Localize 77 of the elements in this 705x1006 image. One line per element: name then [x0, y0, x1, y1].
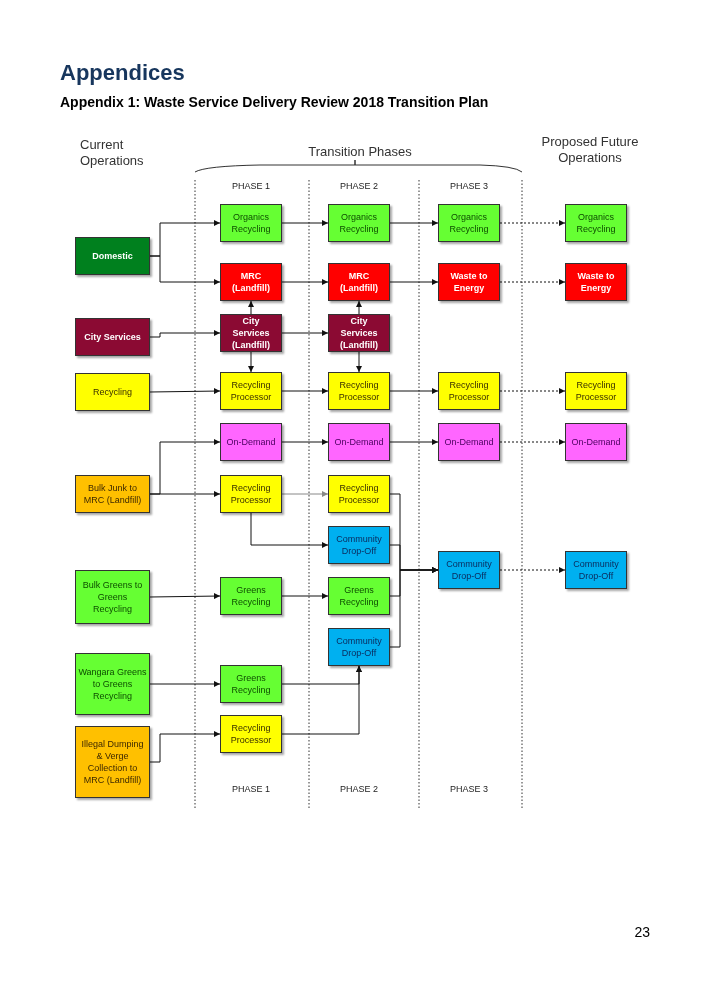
process-box: Illegal Dumping & Verge Collection to MRC (Landfill): [75, 726, 150, 798]
page-number: 23: [633, 923, 650, 942]
process-box: Recycling Processor: [328, 372, 390, 410]
arrow: [389, 439, 439, 445]
column-heading: Transition Phases: [307, 143, 413, 161]
process-box: On-Demand: [328, 423, 390, 461]
column-heading: Proposed Future Operations: [540, 134, 640, 166]
arrow: [356, 300, 362, 315]
arrow: [248, 300, 254, 315]
process-box: MRC (Landfill): [220, 263, 282, 301]
process-box: Domestic: [75, 237, 150, 275]
process-box: MRC (Landfill): [328, 263, 390, 301]
process-box: On-Demand: [438, 423, 500, 461]
process-box: Greens Recycling: [328, 577, 390, 615]
process-box: Recycling Processor: [220, 372, 282, 410]
arrow: [149, 388, 221, 395]
process-box: Community Drop-Off: [565, 551, 627, 589]
subtitle: Appendix 1: Waste Service Delivery Review 2018 Transition Plan: [60, 93, 490, 112]
arrow: [281, 388, 329, 394]
arrow: [281, 279, 329, 285]
process-box: On-Demand: [565, 423, 627, 461]
process-box: Community Drop-Off: [438, 551, 500, 589]
process-box: Community Drop-Off: [328, 628, 390, 666]
process-box: Greens Recycling: [220, 665, 282, 703]
phase-label: PHASE 3: [449, 783, 489, 796]
arrow: [499, 279, 566, 285]
process-box: Recycling Processor: [220, 475, 282, 513]
arrow: [149, 330, 221, 338]
arrow: [149, 681, 221, 687]
arrow: [499, 439, 566, 445]
arrow: [389, 567, 439, 648]
process-box: Waste to Energy: [438, 263, 500, 301]
arrow: [281, 220, 329, 226]
arrow: [389, 220, 439, 226]
arrow: [281, 330, 329, 336]
arrow: [281, 491, 329, 497]
arrow: [281, 665, 362, 735]
phase-label: PHASE 2: [339, 783, 379, 796]
process-box: Bulk Junk to MRC (Landfill): [75, 475, 150, 513]
process-box: Organics Recycling: [220, 204, 282, 242]
process-box: City Services (Landfill): [220, 314, 282, 352]
phase-label: PHASE 1: [231, 783, 271, 796]
arrow: [281, 593, 329, 599]
process-box: City Services (Landfill): [328, 314, 390, 352]
process-box: Wangara Greens to Greens Recycling: [75, 653, 150, 715]
arrow: [250, 512, 329, 548]
process-box: City Services: [75, 318, 150, 356]
process-box: Waste to Energy: [565, 263, 627, 301]
arrow: [248, 351, 254, 373]
process-box: Organics Recycling: [328, 204, 390, 242]
process-box: Greens Recycling: [220, 577, 282, 615]
arrow: [499, 220, 566, 226]
phase-label: PHASE 3: [449, 180, 489, 193]
arrow: [499, 388, 566, 394]
process-box: Recycling: [75, 373, 150, 411]
process-box: Recycling Processor: [438, 372, 500, 410]
arrow: [281, 439, 329, 445]
phase-label: PHASE 1: [231, 180, 271, 193]
process-box: Community Drop-Off: [328, 526, 390, 564]
page-title: Appendices: [60, 59, 185, 87]
process-box: Recycling Processor: [220, 715, 282, 753]
arrow: [389, 388, 439, 394]
arrow: [389, 279, 439, 285]
arrow: [149, 731, 221, 763]
arrow: [149, 593, 221, 600]
arrow: [499, 567, 566, 573]
process-box: Organics Recycling: [565, 204, 627, 242]
process-box: On-Demand: [220, 423, 282, 461]
process-box: Organics Recycling: [438, 204, 500, 242]
process-box: Recycling Processor: [565, 372, 627, 410]
arrow: [356, 351, 362, 373]
column-heading: Current Operations: [80, 137, 145, 169]
phase-label: PHASE 2: [339, 180, 379, 193]
process-box: Bulk Greens to Greens Recycling: [75, 570, 150, 624]
arrow: [149, 255, 221, 285]
process-box: Recycling Processor: [328, 475, 390, 513]
arrow: [149, 491, 221, 497]
